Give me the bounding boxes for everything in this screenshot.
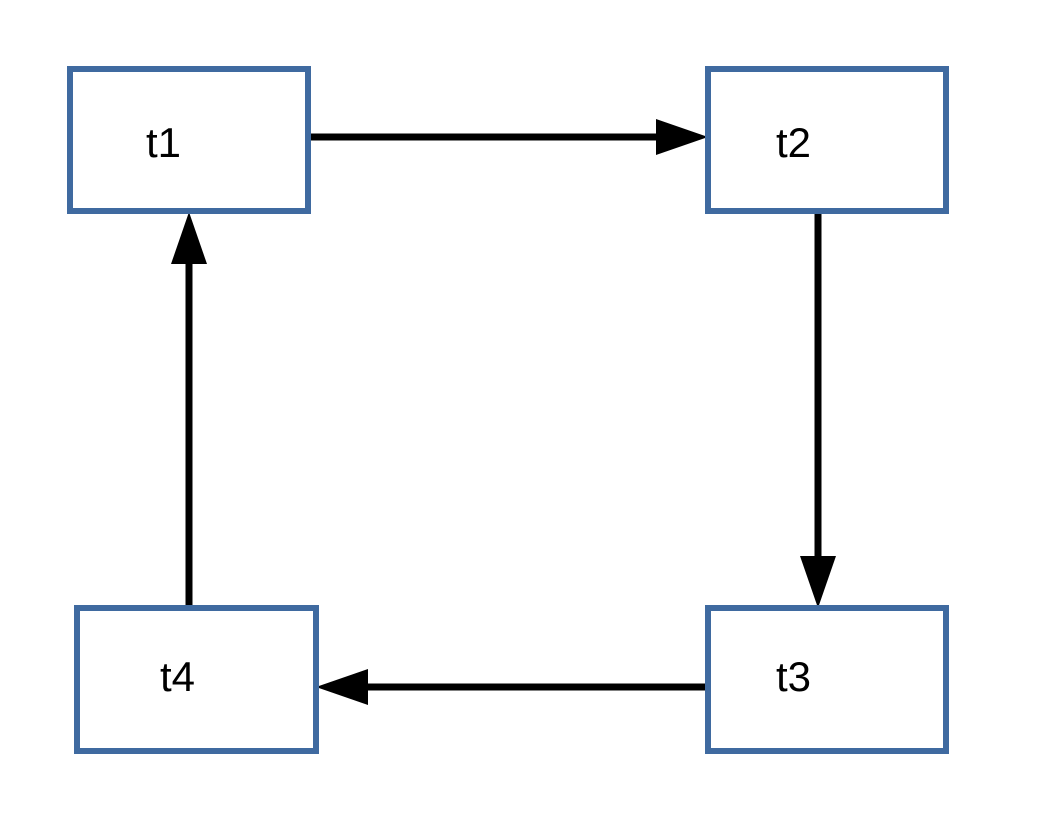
edge-t4-to-t1 xyxy=(171,212,207,608)
edge-t1-to-t2 xyxy=(309,119,708,155)
node-t4-label: t4 xyxy=(160,653,195,700)
node-t1-box xyxy=(67,66,311,214)
node-t3-box xyxy=(705,605,949,754)
node-t3-label: t3 xyxy=(776,653,811,700)
edge-t3-to-t4-arrowhead xyxy=(316,669,368,705)
edge-t4-to-t1-arrowhead xyxy=(171,212,207,264)
edge-t1-to-t2-arrowhead xyxy=(656,119,708,155)
node-t3: t3 xyxy=(705,605,949,754)
edge-t2-to-t3-arrowhead xyxy=(800,556,836,608)
edge-t3-to-t4 xyxy=(316,669,708,705)
node-t2-label: t2 xyxy=(776,119,811,166)
edge-t2-to-t3 xyxy=(800,211,836,608)
node-t1: t1 xyxy=(67,66,311,214)
node-t4: t4 xyxy=(74,605,319,754)
node-t2-box xyxy=(705,66,949,214)
node-t2: t2 xyxy=(705,66,949,214)
node-t1-label: t1 xyxy=(146,119,181,166)
node-t4-box xyxy=(74,605,319,754)
